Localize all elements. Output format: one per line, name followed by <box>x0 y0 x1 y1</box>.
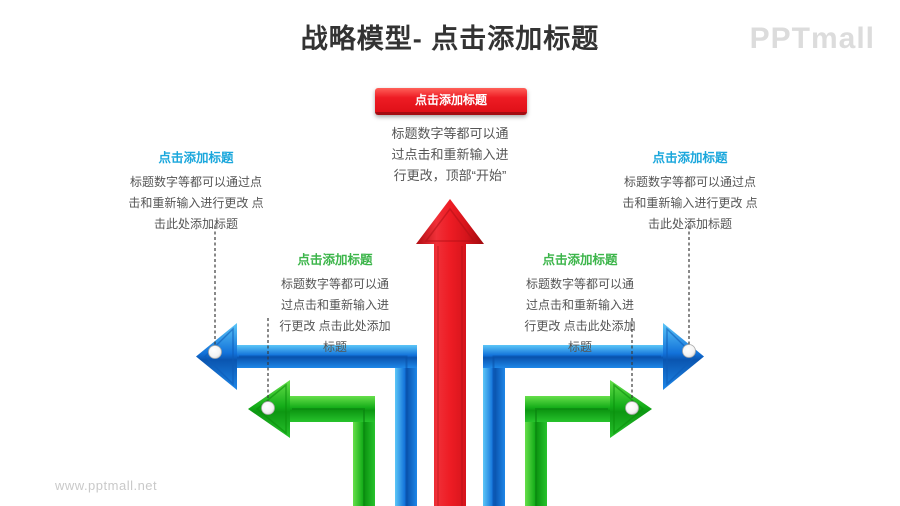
text-block-line: 行更改 点击此处添加 <box>279 319 391 333</box>
text-block-heading: 点击添加标题 <box>652 151 728 165</box>
page-title: 战略模型- 点击添加标题 <box>300 24 600 54</box>
top-title-banner-label: 点击添加标题 <box>414 93 487 107</box>
text-block-line: 标题 <box>322 340 347 354</box>
text-block-line: 标题数字等都可以通过点 <box>129 175 262 189</box>
leader-lines <box>214 226 690 404</box>
text-block-heading: 点击添加标题 <box>542 253 618 267</box>
text-block-line: 击此处添加标题 <box>153 217 238 231</box>
text-block-line: 过点击和重新输入进 <box>525 298 634 312</box>
text-block-left-green: 点击添加标题 标题数字等都可以通 过点击和重新输入进 行更改 点击此处添加 标题 <box>245 250 425 358</box>
red-up-arrow <box>416 199 484 506</box>
anchor-dot-right-blue <box>682 344 696 358</box>
center-note-line: 标题数字等都可以通 <box>391 126 509 141</box>
anchor-dot-right-green <box>625 401 639 415</box>
text-block-line: 标题 <box>567 340 592 354</box>
text-block-line: 标题数字等都可以通过点 <box>623 175 756 189</box>
top-title-banner: 点击添加标题 <box>375 88 527 115</box>
text-block-line: 标题数字等都可以通 <box>525 277 634 291</box>
blue-elbow-arrow-right <box>483 323 704 506</box>
anchor-dots <box>208 344 696 415</box>
center-note-line: 过点击和重新输入进 <box>391 147 509 162</box>
center-note: 标题数字等都可以通 过点击和重新输入进 行更改，顶部“开始” <box>360 123 540 186</box>
text-block-right-green: 点击添加标题 标题数字等都可以通 过点击和重新输入进 行更改 点击此处添加 标题 <box>490 250 670 358</box>
green-elbow-arrow-right <box>525 380 652 506</box>
text-block-right-blue: 点击添加标题 标题数字等都可以通过点 击和重新输入进行更改 点 击此处添加标题 <box>600 148 780 235</box>
pptmall-logo: PPTmall <box>749 22 875 55</box>
text-block-heading: 点击添加标题 <box>297 253 373 267</box>
text-block-line: 击和重新输入进行更改 点 <box>622 196 758 210</box>
blue-elbow-arrow-left <box>196 323 417 506</box>
text-block-heading: 点击添加标题 <box>158 151 234 165</box>
text-block-left-blue: 点击添加标题 标题数字等都可以通过点 击和重新输入进行更改 点 击此处添加标题 <box>106 148 286 235</box>
watermark-url: www.pptmall.net <box>55 478 158 493</box>
anchor-dot-left-blue <box>208 345 222 359</box>
text-block-line: 过点击和重新输入进 <box>280 298 389 312</box>
center-note-line: 行更改，顶部“开始” <box>393 168 507 183</box>
text-block-line: 击此处添加标题 <box>647 217 732 231</box>
green-elbow-arrow-left <box>248 380 375 506</box>
text-block-line: 标题数字等都可以通 <box>280 277 389 291</box>
text-block-line: 击和重新输入进行更改 点 <box>128 196 264 210</box>
anchor-dot-left-green <box>261 401 275 415</box>
text-block-line: 行更改 点击此处添加 <box>524 319 636 333</box>
